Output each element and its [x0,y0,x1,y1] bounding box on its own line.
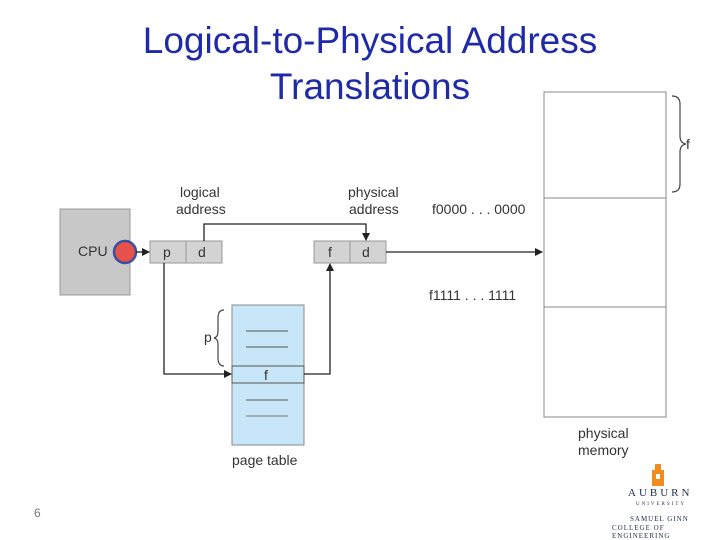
logo-college-line-1: SAMUEL GINN [630,515,689,523]
title-line-1: Logical-to-Physical Address [142,20,598,61]
title-line-2: Translations [269,66,471,107]
physical-f-field: f [328,244,332,260]
logical-address-label-2: address [176,201,226,217]
logical-d-field: d [198,244,206,260]
page-table-entry [231,365,305,384]
logical-p-field: p [163,244,171,260]
frame-start-address: f0000 . . . 0000 [432,201,526,217]
p-to-page-table-arrow [163,263,232,378]
page-table-to-f-arrow [304,263,334,375]
physical-d-field: d [362,244,370,260]
cpu-label: CPU [78,243,108,259]
auburn-logo: AUBURN UNIVERSITY SAMUEL GINN COLLEGE OF… [600,460,716,540]
logo-name: AUBURN [628,487,693,499]
tower-icon [652,464,664,486]
d-to-d-arrow [203,223,370,241]
slide-number: 6 [34,506,41,520]
physical-address-label-2: address [349,201,399,217]
physical-memory-label-1: physical [578,425,629,441]
slide-title: Logical-to-Physical Address Translations [120,18,620,110]
page-table-entry-f: f [264,367,268,383]
logical-address-label-1: logical [180,184,220,200]
frame-end-address: f1111 . . . 1111 [429,287,516,303]
physical-memory-label-2: memory [578,442,629,458]
frame-brace-label: f [686,136,690,152]
frame-brace [671,95,687,193]
page-table-index-p: p [204,329,212,345]
logo-subtitle: UNIVERSITY [636,502,686,507]
logo-college-line-2: COLLEGE OF ENGINEERING [612,524,671,540]
cpu-output-dot [112,239,138,265]
physical-memory [543,91,667,418]
page-table-index-brace [213,309,225,367]
page-table-label: page table [232,452,298,468]
physical-address-label-1: physical [348,184,399,200]
